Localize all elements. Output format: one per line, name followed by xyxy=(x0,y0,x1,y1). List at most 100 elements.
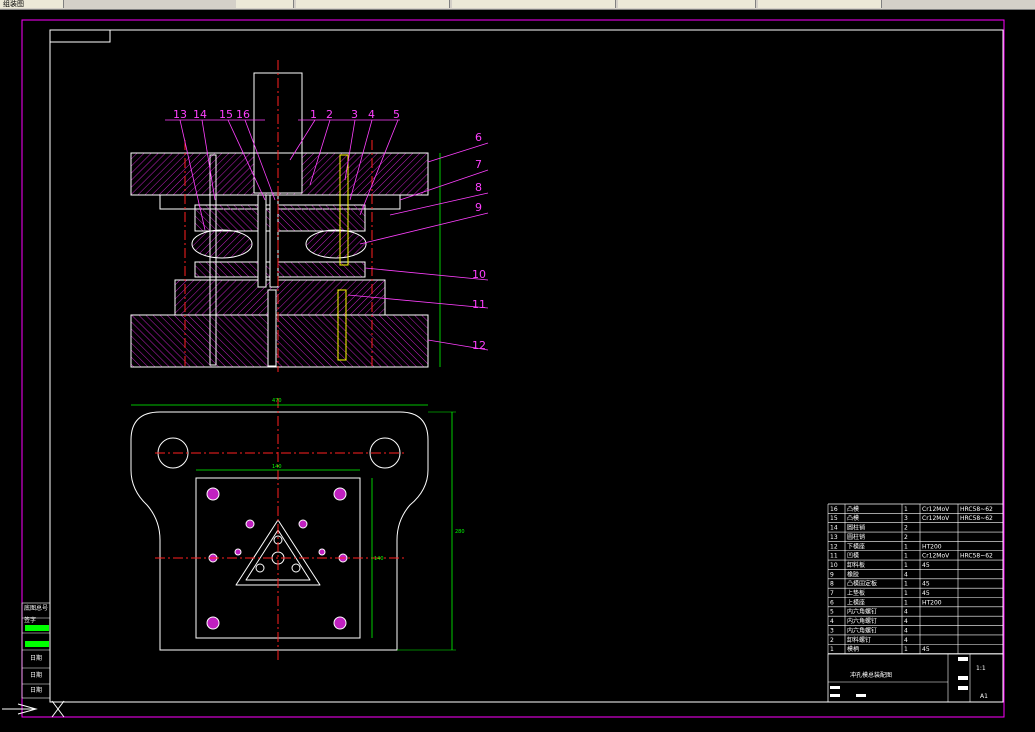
bom-cell-no: 5 xyxy=(830,609,834,616)
bom-cell-no: 15 xyxy=(830,515,838,522)
ucs-icon xyxy=(2,700,65,718)
bom-cell-no: 2 xyxy=(830,637,834,644)
bom-cell-qty: 1 xyxy=(904,553,908,560)
bom-cell-qty: 3 xyxy=(904,515,908,522)
callout-12: 12 xyxy=(472,339,486,352)
bom-cell-no: 4 xyxy=(830,618,834,625)
tab-6[interactable] xyxy=(758,0,882,8)
bom-cell-qty: 1 xyxy=(904,506,908,513)
bom-cell-no: 9 xyxy=(830,571,834,578)
tab-5[interactable] xyxy=(618,0,756,8)
bom-cell-qty: 4 xyxy=(904,571,908,578)
left-binding-strip: 底图总号 签字 日期 日期 日期 xyxy=(21,602,51,699)
callout-2: 2 xyxy=(326,108,333,121)
bom-cell-name: 下模座 xyxy=(847,542,865,550)
bom-cell-qty: 4 xyxy=(904,637,908,644)
dim-plan-width: 470 xyxy=(272,398,282,404)
callout-6: 6 xyxy=(475,131,482,144)
bom-cell-name: 凸模固定板 xyxy=(847,580,877,588)
bom-cell-no: 3 xyxy=(830,627,834,634)
callout-10: 10 xyxy=(472,268,486,281)
callout-16: 16 xyxy=(236,108,250,121)
bom-row: 16 凸模 1 Cr12MoV HRC58~62 xyxy=(830,505,993,513)
bom-cell-name: 凸模 xyxy=(847,514,859,522)
bom-cell-no: 7 xyxy=(830,590,834,597)
bom-cell-name: 圆柱销 xyxy=(847,533,865,541)
bom-cell-no: 10 xyxy=(830,562,838,569)
bom-cell-material: Cr12MoV xyxy=(922,506,950,513)
callout-8: 8 xyxy=(475,181,482,194)
bom-cell-name: 内六角螺钉 xyxy=(847,626,877,634)
sheet-inner-frame xyxy=(49,29,1004,703)
callouts xyxy=(165,119,489,351)
strip-label-4: 日期 xyxy=(30,671,42,679)
tab-assembly[interactable]: 组装图 xyxy=(0,0,64,8)
bom-cell-qty: 1 xyxy=(904,543,908,550)
bom-cell-name: 凸模 xyxy=(847,505,859,513)
bom-cell-name: 圆柱销 xyxy=(847,524,865,532)
callout-15: 15 xyxy=(219,108,233,121)
bom-cell-qty: 1 xyxy=(904,581,908,588)
dim-plan-height: 280 xyxy=(455,529,465,535)
callout-4: 4 xyxy=(368,108,375,121)
bom-row: 3 内六角螺钉 4 xyxy=(830,626,908,634)
sheet-size: A1 xyxy=(980,693,988,700)
callout-7: 7 xyxy=(475,158,482,171)
bom-cell-material: Cr12MoV xyxy=(922,515,950,522)
bom-cell-name: 凹模 xyxy=(847,552,859,560)
document-tab-bar: 组装图 xyxy=(0,0,1035,10)
callout-14: 14 xyxy=(193,108,207,121)
bom-cell-name: 卸料螺钉 xyxy=(847,636,871,644)
plan-view[interactable]: 470 140 280 140 xyxy=(130,398,465,660)
bom-cell-material: HT200 xyxy=(922,599,942,606)
bom-cell-qty: 1 xyxy=(904,646,908,653)
bom-cell-name: 模柄 xyxy=(847,645,859,653)
bom-cell-qty: 1 xyxy=(904,590,908,597)
strip-label-2: 签字 xyxy=(24,616,36,624)
bom-cell-material: 45 xyxy=(922,590,930,597)
callout-9: 9 xyxy=(475,201,482,214)
bom-cell-name: 卸料板 xyxy=(847,561,865,569)
bom-cell-name: 内六角螺钉 xyxy=(847,617,877,625)
bom-cell-note: HRC58~62 xyxy=(960,553,993,560)
bom-cell-material: 45 xyxy=(922,646,930,653)
bom-cell-qty: 1 xyxy=(904,599,908,606)
bom-cell-qty: 2 xyxy=(904,534,908,541)
bom-cell-qty: 4 xyxy=(904,627,908,634)
bom-row: 5 内六角螺钉 4 xyxy=(830,608,908,616)
bom-cell-name: 上模座 xyxy=(847,598,865,606)
corner-tag xyxy=(49,29,111,43)
section-view[interactable] xyxy=(130,60,441,372)
bom-cell-material: 45 xyxy=(922,581,930,588)
sheet-outer-frame xyxy=(21,19,1005,718)
callout-1: 1 xyxy=(310,108,317,121)
bom-cell-qty: 4 xyxy=(904,609,908,616)
callout-labels: 1 2 3 4 5 6 7 8 9 10 11 12 13 14 15 16 xyxy=(173,108,486,352)
bom-cell-name: 内六角螺钉 xyxy=(847,608,877,616)
callout-3: 3 xyxy=(351,108,358,121)
cad-drawing-canvas[interactable]: 底图总号 签字 日期 日期 日期 xyxy=(0,10,1035,732)
bom-cell-name: 橡胶 xyxy=(847,570,859,578)
bom-cell-no: 14 xyxy=(830,525,838,532)
callout-5: 5 xyxy=(393,108,400,121)
bom-row: 9 橡胶 4 xyxy=(830,570,908,578)
bom-cell-no: 11 xyxy=(830,553,838,560)
tab-2[interactable] xyxy=(236,0,294,8)
drawing-title: 冲孔模总装配图 xyxy=(850,671,892,679)
bom-cell-note: HRC58~62 xyxy=(960,515,993,522)
strip-label-3: 日期 xyxy=(30,654,42,662)
bom-cell-note: HRC58~62 xyxy=(960,506,993,513)
bom-row: 11 凹模 1 Cr12MoV HRC58~62 xyxy=(830,552,993,560)
bom-cell-material: Cr12MoV xyxy=(922,553,950,560)
tab-4[interactable] xyxy=(452,0,616,8)
bom-cell-no: 16 xyxy=(830,506,838,513)
tab-3[interactable] xyxy=(296,0,450,8)
